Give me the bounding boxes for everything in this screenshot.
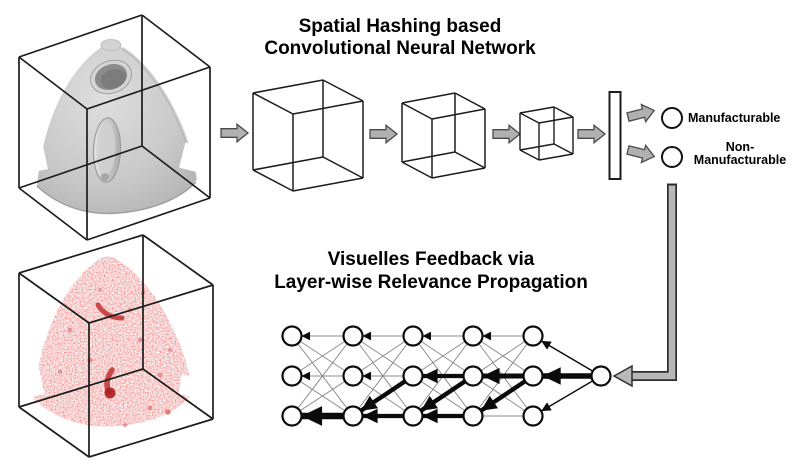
neuron-node [342,405,364,427]
output-node-manufacturable [661,107,683,129]
label-non-manufacturable-line1: Non- [726,140,754,154]
flow-arrows [220,103,656,164]
lrp-title-line2: Layer-wise Relevance Propagation [274,272,588,293]
conv-layer-cube-1 [252,79,364,192]
heatmap-voxel-grid-box [18,234,214,458]
neuron-node [522,365,544,387]
label-non-manufacturable-line2: Manufacturable [694,153,786,167]
heatmap-marks [57,288,172,428]
model-tip [100,39,122,51]
output-node-non-manufacturable [661,146,683,168]
neuron-node [522,325,544,347]
neuron-node [402,405,424,427]
model-right-slot [179,142,202,172]
input-3d-model [27,39,202,215]
arrow-right-icon [577,123,607,145]
heatmap-right-slot [178,374,200,398]
arrow-right-icon [626,143,656,164]
conv-layer-cube-3 [519,106,574,161]
cnn-title-line1: Spatial Hashing based [299,16,502,37]
lrp-network [281,325,612,427]
heatmap-speckle [34,256,193,427]
arrow-right-icon [492,123,522,145]
arrow-right-icon [369,123,399,145]
neuron-node [590,365,612,387]
neuron-node [402,325,424,347]
arrow-right-icon [220,122,250,144]
neuron-node [342,365,364,387]
neuron-node [281,405,303,427]
neuron-node [462,325,484,347]
cnn-title-line2: Convolutional Neural Network [264,38,536,59]
model-pocket [92,117,122,183]
neuron-node [462,365,484,387]
heatmap-left-slot [24,368,45,398]
conv-layer-cube-2 [401,92,486,179]
arrow-left-icon [612,364,633,388]
output-neurons [661,107,683,168]
heatmap-3d-model [24,256,200,428]
feedback-connector-arrow [612,183,677,388]
model-base-edge [36,181,197,215]
lrp-title-line1: Visuelles Feedback via [328,249,535,270]
neuron-node [342,325,364,347]
neuron-node [281,325,303,347]
model-hole [90,59,132,95]
input-voxel-grid-box [18,14,211,241]
neuron-node [522,405,544,427]
neuron-node [462,405,484,427]
arrow-right-icon [626,103,656,124]
fully-connected-layer-bar [608,91,622,180]
label-manufacturable: Manufacturable [688,111,780,125]
neuron-node [402,365,424,387]
neuron-node [281,365,303,387]
model-left-slot [27,139,48,173]
